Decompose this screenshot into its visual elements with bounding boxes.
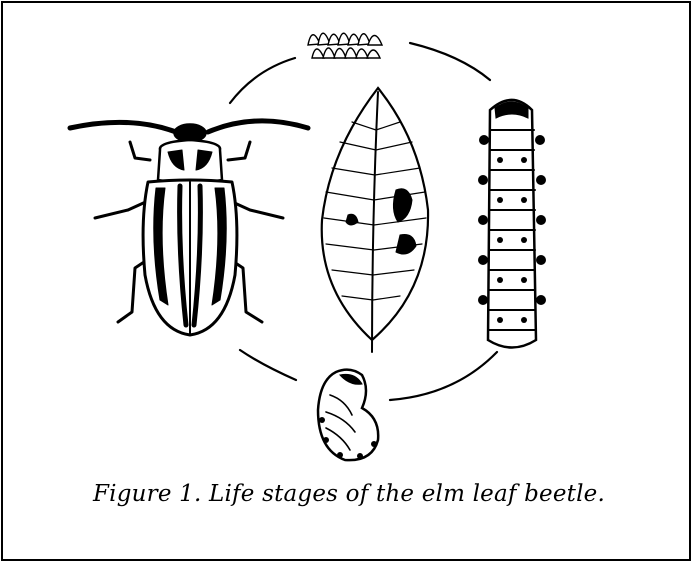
- elm-leaf: [322, 88, 428, 352]
- figure-caption: Figure 1. Life stages of the elm leaf be…: [0, 481, 698, 507]
- egg-cluster: [308, 33, 382, 58]
- adult-beetle: [70, 121, 308, 335]
- arc-adult-to-eggs: [230, 58, 295, 103]
- arc-eggs-to-larva: [410, 43, 490, 80]
- pupa: [318, 370, 378, 461]
- arc-pupa-to-adult: [240, 350, 296, 380]
- life-cycle-illustration: [0, 0, 698, 470]
- larva: [478, 100, 546, 348]
- arc-larva-to-pupa: [390, 352, 497, 400]
